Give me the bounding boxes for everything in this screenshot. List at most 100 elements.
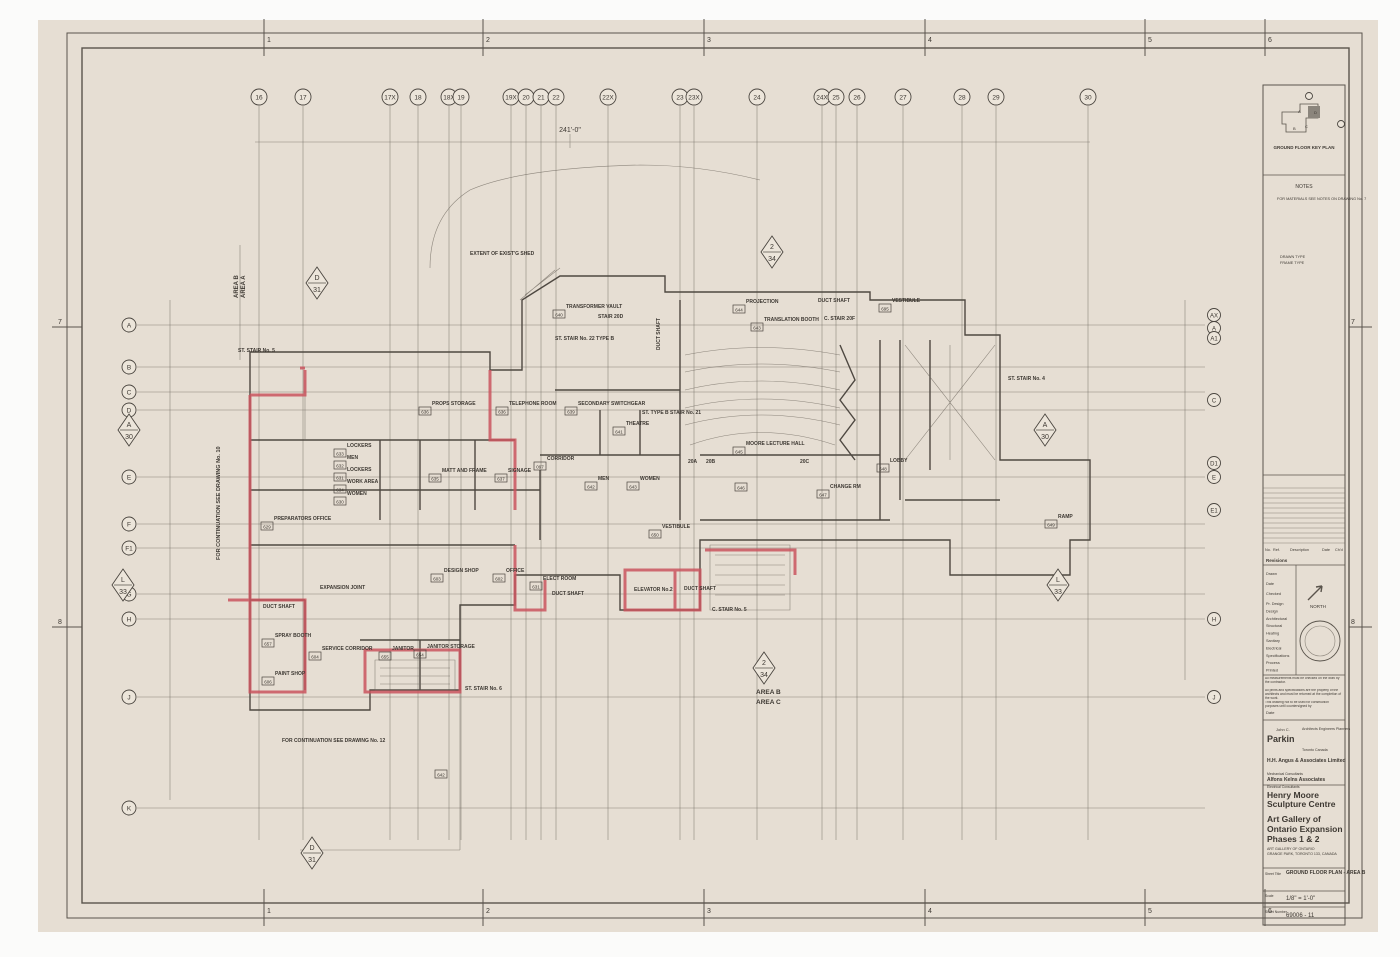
room-name: PAINT SHOP <box>275 671 306 677</box>
revision-header: Ref. <box>1273 548 1280 552</box>
grid-bubble <box>294 88 312 106</box>
grid-bubble <box>848 88 866 106</box>
section-marker-sheet: 30 <box>1041 434 1049 441</box>
grid-bubble <box>121 800 137 816</box>
room-number: 650 <box>651 533 659 538</box>
room-number-tag <box>308 651 322 661</box>
sheet-number: 69006 - 11 <box>1286 913 1315 919</box>
grid-row-label: F1 <box>125 546 133 553</box>
disclaimer-box: All prints and specifications are the pr… <box>1265 689 1341 700</box>
grid-column-label: 24X <box>816 95 828 102</box>
border-column-label: 5 <box>1148 37 1152 44</box>
room-number: 643 <box>753 326 761 331</box>
consultant-role: Electrical Consultants <box>1267 785 1300 789</box>
border-column-label: 4 <box>928 908 932 915</box>
section-marker-sheet: 33 <box>1054 589 1062 596</box>
grid-row-label: H <box>127 617 132 624</box>
signoff-label: Electrical <box>1266 646 1282 650</box>
room-number-tag <box>261 638 275 648</box>
border-column-label: 4 <box>928 37 932 44</box>
room-number: 635 <box>431 477 439 482</box>
signoff-label: Specifications <box>1266 654 1290 658</box>
room-name: MEN <box>598 476 610 482</box>
grid-row-label: AX <box>1210 314 1218 320</box>
grid-bubble <box>121 384 137 400</box>
border-row-label: 8 <box>58 619 62 626</box>
project-title: Phases 1 & 2 <box>1267 834 1320 844</box>
room-name: WOMEN <box>347 491 367 497</box>
grid-column-label: 19 <box>457 95 465 102</box>
architect-city: Toronto Canada <box>1302 748 1328 752</box>
key-plan-title: GROUND FLOOR KEY PLAN <box>1274 145 1335 150</box>
grid-row-label: E1 <box>1210 509 1218 515</box>
grid-row-label: E <box>1212 476 1216 482</box>
disclaimer-box: All measurements must be checked on the … <box>1265 677 1340 684</box>
grid-bubble <box>987 88 1005 106</box>
consultant-name: H.H. Angus & Associates Limited <box>1267 758 1346 764</box>
room-number: 604 <box>311 655 319 660</box>
key-plan-area-label: D <box>1314 110 1317 115</box>
room-number-tag <box>529 581 543 591</box>
room-name: DESIGN SHOP <box>444 568 479 574</box>
room-name: TRANSFORMER VAULT <box>566 304 622 310</box>
room-number: 640 <box>555 313 563 318</box>
grid-column-label: 18X <box>443 95 455 102</box>
client-name: ART GALLERY OF ONTARIO <box>1267 847 1315 851</box>
sheet-title: GROUND FLOOR PLAN - AREA B <box>1286 870 1366 876</box>
signoff-label: Printed <box>1266 669 1278 673</box>
room-number-tag <box>333 460 347 470</box>
room-number-tag <box>378 651 392 661</box>
plan-label: AREA C <box>756 699 781 706</box>
room-number-tag <box>878 303 892 313</box>
grid-column-label: 20 <box>522 95 530 102</box>
section-marker-sheet: 34 <box>768 256 776 263</box>
architect-name: Parkin <box>1267 734 1295 744</box>
section-marker-letter: L <box>121 577 125 584</box>
client-address: GRANGE PARK, TORONTO 133, CANADA <box>1267 852 1337 856</box>
vertical-label: AREA A <box>241 275 247 298</box>
border-column-label: 2 <box>486 908 490 915</box>
room-number-tag <box>260 521 274 531</box>
room-number: 647 <box>819 493 827 498</box>
room-number: 657 <box>264 642 272 647</box>
room-number: 648 <box>879 467 887 472</box>
architect-seal-inner <box>1304 625 1336 657</box>
plan-label: AREA B <box>756 689 781 696</box>
paper-sheet <box>38 20 1378 932</box>
grid-bubble <box>121 469 137 485</box>
room-number-tag <box>495 406 509 416</box>
grid-bubble <box>121 359 137 375</box>
room-number: 629 <box>263 525 271 530</box>
grid-bubble <box>409 88 427 106</box>
grid-bubble <box>1079 88 1097 106</box>
room-number-tag <box>552 309 566 319</box>
border-column-label: 3 <box>707 908 711 915</box>
section-marker-letter: A <box>1043 422 1048 429</box>
grid-column-label: 26 <box>853 95 861 102</box>
room-name: PREPARATORS OFFICE <box>274 516 332 522</box>
signoff-label: Checked <box>1266 592 1281 596</box>
project-title: Henry Moore <box>1267 790 1319 800</box>
room-number-tag <box>626 481 640 491</box>
grid-row-label: J <box>1213 696 1216 702</box>
plan-label: DUCT SHAFT <box>552 591 584 597</box>
outer-frame <box>66 32 1363 919</box>
room-name: LOBBY <box>890 458 908 464</box>
room-number: 603 <box>433 577 441 582</box>
sheet-title-label: Sheet Title <box>1265 872 1281 876</box>
grid-row-label: E <box>127 475 132 482</box>
grid-row-label: A1 <box>1210 337 1218 343</box>
room-number: 644 <box>735 308 743 313</box>
room-number: 642 <box>587 485 595 490</box>
grid-row-label: K <box>127 806 132 813</box>
section-marker-letter: D <box>309 845 314 852</box>
room-number: 636 <box>498 410 506 415</box>
grid-column-label: 19X <box>505 95 517 102</box>
room-name: JANITOR STORAGE <box>427 644 476 650</box>
grid-bubble <box>1207 331 1221 345</box>
signoff-label: Date <box>1266 582 1274 586</box>
room-number: 630 <box>336 500 344 505</box>
section-marker-letter: A <box>127 422 132 429</box>
signoff-label: Sanitary <box>1266 639 1280 643</box>
plan-label: EXTENT OF EXIST'G SHED <box>470 251 535 257</box>
